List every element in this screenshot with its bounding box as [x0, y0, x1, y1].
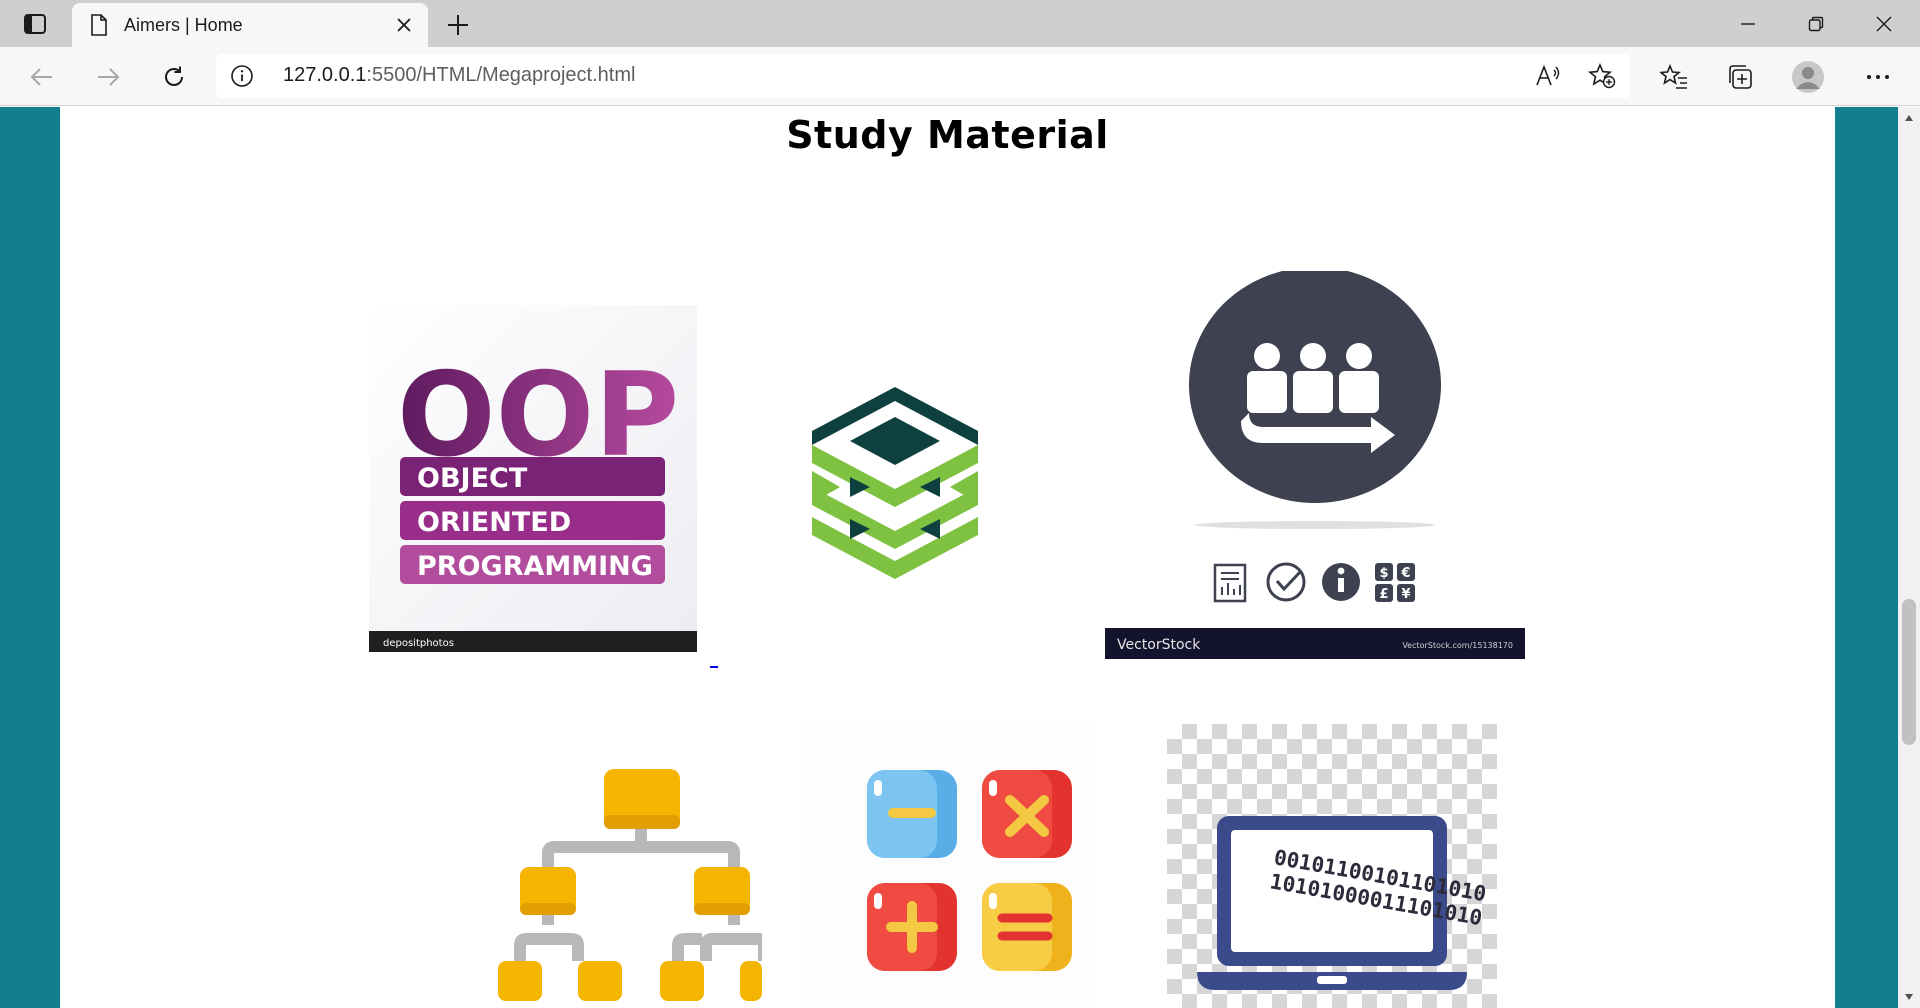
forward-button[interactable]: [88, 57, 128, 97]
queue-image: $ € £ ¥ VectorStock VectorStock.com/1513817…: [1105, 267, 1525, 659]
calculator-icon: [867, 770, 1072, 971]
info-icon[interactable]: [230, 64, 254, 88]
more-menu-button[interactable]: [1858, 57, 1898, 97]
url-path: :5500/HTML/Megaproject.html: [366, 64, 636, 86]
calculator-card[interactable]: [802, 722, 1096, 1008]
tab-strip: Aimers | Home: [0, 0, 1920, 47]
laptop-icon: 00101100101101010 10101000011101010: [1197, 816, 1488, 990]
close-tab-button[interactable]: [386, 7, 422, 43]
minimize-button[interactable]: [1714, 0, 1782, 47]
svg-text:$: $: [1379, 566, 1388, 581]
close-icon: [1876, 16, 1892, 31]
page-scrollbar[interactable]: [1898, 107, 1920, 1008]
binary-laptop-card[interactable]: 00101100101101010 10101000011101010: [1167, 724, 1497, 1008]
url-text[interactable]: 127.0.0.1:5500/HTML/Megaproject.html: [283, 64, 635, 87]
star-add-icon: [1588, 63, 1616, 89]
layers-card[interactable]: [810, 387, 980, 579]
refresh-button[interactable]: [154, 57, 194, 97]
check-circle-icon: [1266, 562, 1306, 602]
plus-icon: [448, 15, 468, 35]
caret-down-icon: [1905, 994, 1913, 1000]
restore-button[interactable]: [1782, 0, 1850, 47]
scroll-down-button[interactable]: [1898, 986, 1920, 1008]
read-aloud-button[interactable]: [1534, 62, 1562, 90]
page-title: Study Material: [786, 113, 1109, 157]
oop-watermark: depositphotos: [383, 638, 454, 649]
scroll-up-button[interactable]: [1898, 107, 1920, 129]
close-icon: [397, 18, 411, 32]
currency-icon: [1375, 563, 1415, 602]
page-icon: [90, 14, 108, 36]
add-favorite-button[interactable]: [1588, 62, 1616, 90]
restore-icon: [1808, 16, 1824, 31]
svg-text:€: €: [1400, 566, 1410, 581]
arrow-left-icon: [30, 68, 52, 86]
address-bar[interactable]: 127.0.0.1:5500/HTML/Megaproject.html: [216, 54, 1630, 98]
more-icon: [1867, 75, 1889, 79]
tab-title: Aimers | Home: [124, 14, 243, 35]
svg-text:£: £: [1379, 587, 1388, 602]
back-button[interactable]: [22, 57, 62, 97]
refresh-icon: [165, 66, 183, 86]
oop-line-object: OBJECT: [417, 463, 528, 494]
profile-button[interactable]: [1788, 57, 1828, 97]
active-tab[interactable]: Aimers | Home: [72, 3, 428, 47]
url-host: 127.0.0.1: [283, 64, 367, 86]
tab-actions-icon: [24, 14, 46, 34]
layers-icon: [812, 387, 978, 579]
oop-line-programming: PROGRAMMING: [417, 551, 653, 582]
arrow-right-icon: [98, 68, 120, 86]
scroll-thumb[interactable]: [1902, 599, 1916, 745]
collections-icon: [1729, 65, 1752, 89]
oop-line-oriented: ORIENTED: [417, 507, 571, 538]
image-link-underline[interactable]: [710, 666, 718, 668]
read-aloud-icon: [1536, 64, 1560, 86]
collections-button[interactable]: [1720, 57, 1760, 97]
minimize-icon: [1741, 22, 1755, 25]
favorites-icon: [1660, 64, 1687, 89]
page-viewport: Study Material OOP OBJECT ORIENTED PROGR…: [0, 107, 1898, 1008]
new-tab-button[interactable]: [440, 7, 476, 43]
oop-card[interactable]: OOP OBJECT ORIENTED PROGRAMMING depositp…: [369, 305, 697, 652]
tab-actions-button[interactable]: [14, 8, 56, 40]
oop-image: OOP OBJECT ORIENTED PROGRAMMING depositp…: [369, 348, 697, 652]
vectorstock-logo: VectorStock: [1117, 637, 1201, 653]
queue-card[interactable]: $ € £ ¥ VectorStock VectorStock.com/1513817…: [1105, 267, 1525, 659]
study-material-section: Study Material OOP OBJECT ORIENTED PROGR…: [60, 107, 1835, 1008]
hierarchy-icon: [498, 769, 770, 1001]
favorites-button[interactable]: [1654, 57, 1694, 97]
report-icon: [1213, 563, 1247, 603]
vectorstock-id: VectorStock.com/15138170: [1402, 641, 1513, 650]
browser-toolbar: 127.0.0.1:5500/HTML/Megaproject.html: [0, 47, 1920, 106]
close-window-button[interactable]: [1850, 0, 1918, 47]
caret-up-icon: [1905, 115, 1913, 121]
tree-card[interactable]: [432, 755, 770, 1008]
svg-text:¥: ¥: [1401, 587, 1410, 602]
avatar-icon: [1792, 61, 1824, 93]
